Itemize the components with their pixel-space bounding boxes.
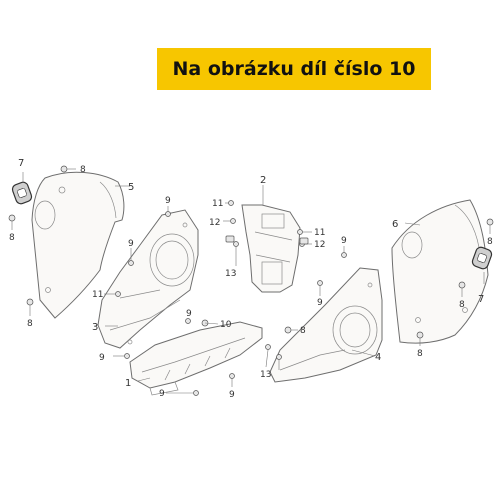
bolt-icon <box>486 218 494 234</box>
center-bracket-part <box>241 204 301 293</box>
bolt-icon <box>297 229 312 235</box>
callout-7-right: 7 <box>478 294 484 305</box>
bolt-icon <box>265 344 271 368</box>
bolt-icon <box>60 165 76 173</box>
callout-9-e: 9 <box>229 390 235 400</box>
callout-5: 5 <box>128 182 134 193</box>
callout-9-d: 9 <box>99 353 105 363</box>
grommet-icon <box>471 246 493 270</box>
callout-4: 4 <box>375 352 381 363</box>
right-inner-shield-part <box>269 267 383 383</box>
bolt-icon <box>128 248 134 266</box>
bolt-icon <box>225 200 234 206</box>
callout-8-d: 8 <box>300 326 306 336</box>
callout-12-b: 12 <box>314 240 325 250</box>
bolt-icon <box>317 280 323 296</box>
bolt-icon <box>276 354 282 370</box>
bolt-icon <box>229 373 235 387</box>
callout-8-a: 8 <box>80 165 86 175</box>
bolt-icon <box>165 206 171 217</box>
callout-8-c: 8 <box>27 319 33 329</box>
banner-text: Na obrázku díl číslo 10 <box>172 58 416 80</box>
floor-panel-part <box>129 321 263 396</box>
callout-13-b: 13 <box>260 370 271 380</box>
callout-9-b: 9 <box>128 239 134 249</box>
callout-8-b: 8 <box>9 233 15 243</box>
bolt-icon <box>223 218 236 224</box>
callout-6: 6 <box>392 219 398 230</box>
callout-9-f: 9 <box>159 389 165 399</box>
callout-12-a: 12 <box>209 218 220 228</box>
left-inner-shield-part <box>97 209 199 349</box>
part-number-banner: Na obrázku díl číslo 10 <box>157 48 431 90</box>
bolt-icon <box>166 390 199 396</box>
callout-7-left: 7 <box>18 158 24 169</box>
callout-8-g: 8 <box>417 349 423 359</box>
callout-10: 10 <box>220 320 232 330</box>
bolt-icon <box>26 298 34 316</box>
bolt-icon <box>284 326 298 334</box>
callout-8-e: 8 <box>487 237 493 247</box>
bolt-icon <box>8 214 16 230</box>
callout-11-c: 11 <box>92 290 103 300</box>
callout-9-c: 9 <box>186 309 192 319</box>
bolt-icon <box>416 331 424 346</box>
bolt-icon <box>458 281 466 297</box>
clip-icon <box>299 237 309 245</box>
bolt-icon <box>104 291 121 297</box>
callout-13-a: 13 <box>225 269 236 279</box>
callout-2: 2 <box>260 175 266 186</box>
bolt-icon <box>113 353 130 359</box>
bolt-icon <box>185 318 191 324</box>
callout-11-a: 11 <box>212 199 223 209</box>
callout-9-g: 9 <box>341 236 347 246</box>
callout-1: 1 <box>125 378 131 389</box>
grommet-icon <box>11 181 33 205</box>
callout-9-h: 9 <box>317 298 323 308</box>
clip-icon <box>225 235 235 243</box>
callout-8-f: 8 <box>459 300 465 310</box>
callout-3: 3 <box>92 322 98 333</box>
bolt-icon <box>341 246 347 258</box>
callout-11-b: 11 <box>314 228 325 238</box>
left-side-cover-part <box>31 171 125 319</box>
right-side-cover-part <box>391 199 489 344</box>
callout-9-a: 9 <box>165 196 171 206</box>
bolt-icon <box>233 241 239 266</box>
